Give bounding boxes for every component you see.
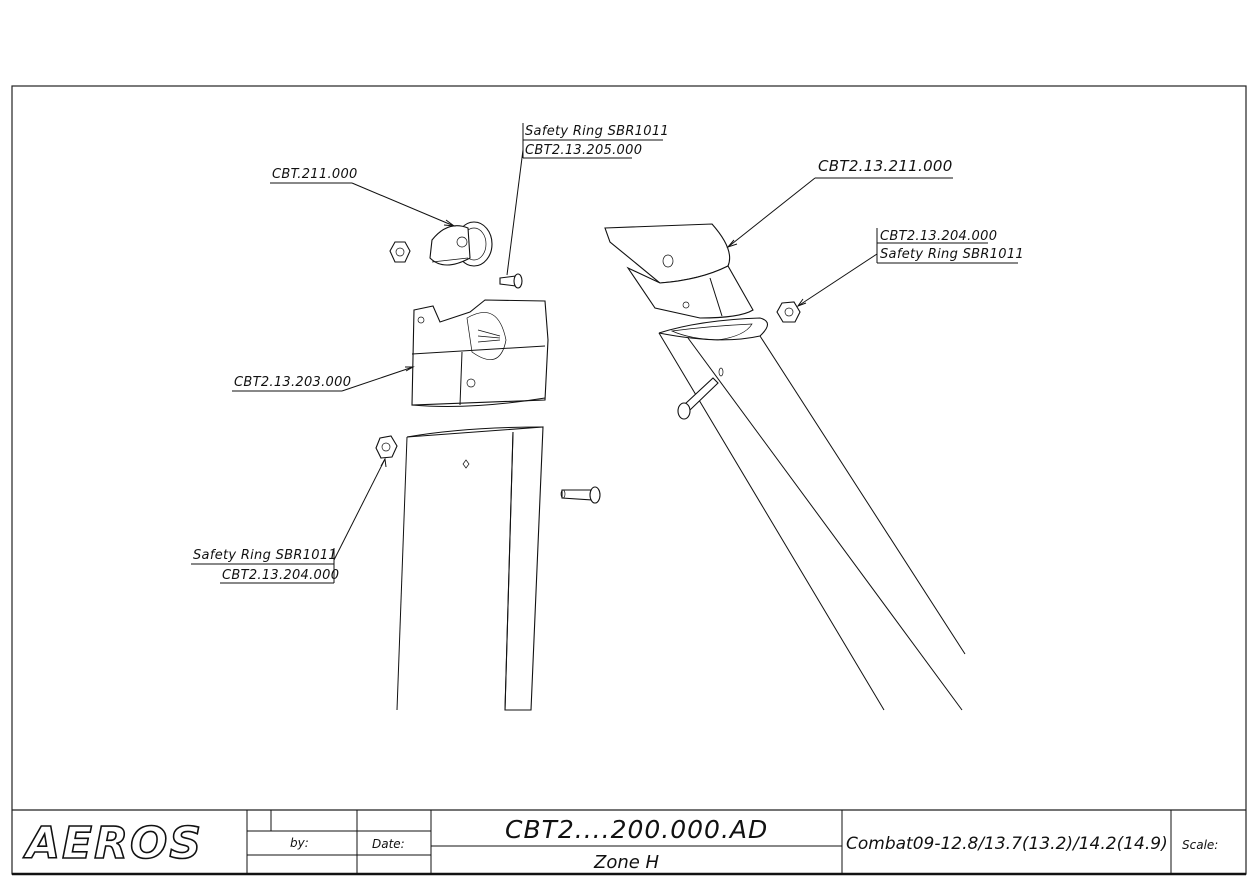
label-cbt2-13-203: CBT2.13.203.000 xyxy=(232,366,415,392)
pin-upper-part xyxy=(499,273,523,289)
drawing-number: CBT2....200.000.AD xyxy=(505,815,768,844)
pin-middle-part xyxy=(560,486,601,504)
label-safety-ring-right-code: CBT2.13.204.000 xyxy=(880,229,997,244)
label-safety-ring-right-name: Safety Ring SBR1011 xyxy=(880,247,1024,262)
label-cbt2-13-211: CBT2.13.211.000 xyxy=(726,157,953,249)
by-label: by: xyxy=(290,836,309,850)
date-label: Date: xyxy=(372,837,405,851)
label-safety-ring-right: CBT2.13.204.000 Safety Ring SBR1011 xyxy=(796,228,1024,308)
drawing-frame xyxy=(11,85,1247,875)
label-safety-ring-left-name: Safety Ring SBR1011 xyxy=(193,548,337,563)
zone-label: Zone H xyxy=(593,852,660,873)
title-block: AEROS by: Date: CBT2....200.000.AD Zone … xyxy=(12,809,1246,876)
upright-tube-part xyxy=(396,426,544,711)
bracket-part xyxy=(411,299,549,407)
label-safety-ring-top: Safety Ring SBR1011 CBT2.13.205.000 xyxy=(506,123,669,276)
inclined-tube-part xyxy=(658,317,966,711)
label-safety-ring-left: Safety Ring SBR1011 CBT2.13.204.000 xyxy=(191,457,387,584)
safety-ring-lower-part xyxy=(375,435,398,459)
label-cbt-211-text: CBT.211.000 xyxy=(272,167,358,182)
label-cbt2-13-211-text: CBT2.13.211.000 xyxy=(818,157,953,175)
label-cbt2-13-203-text: CBT2.13.203.000 xyxy=(234,375,351,390)
safety-ring-right-part xyxy=(776,301,801,323)
aeros-logo: AEROS xyxy=(23,818,203,869)
scale-label: Scale: xyxy=(1182,838,1218,852)
label-safety-ring-left-code: CBT2.13.204.000 xyxy=(222,568,339,583)
model-label: Combat09-12.8/13.7(13.2)/14.2(14.9) xyxy=(846,834,1168,854)
label-safety-ring-top-name: Safety Ring SBR1011 xyxy=(525,124,669,139)
safety-ring-left-part xyxy=(389,241,411,263)
pulley-part xyxy=(429,221,493,267)
label-cbt-211: CBT.211.000 xyxy=(270,167,456,227)
label-safety-ring-top-code: CBT2.13.205.000 xyxy=(525,143,642,158)
pin-inclined-part xyxy=(677,377,719,420)
tube-end-cap-part xyxy=(604,223,754,319)
